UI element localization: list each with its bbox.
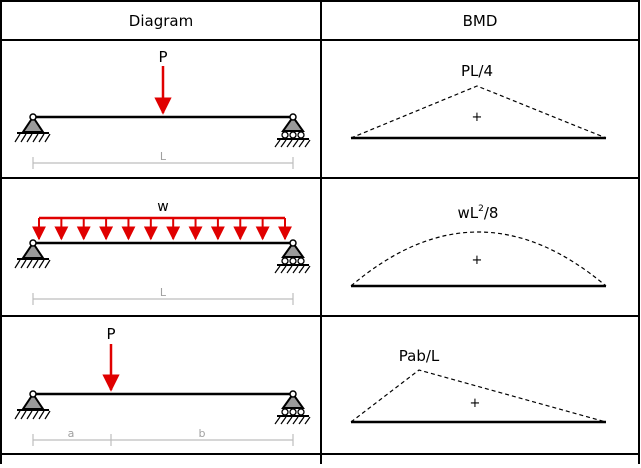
row-3-diagram: P a b — [14, 325, 311, 446]
bmd-label-main: wL — [458, 204, 479, 222]
bmd-parabola — [350, 231, 607, 287]
dimension-label-b: b — [199, 427, 206, 440]
bmd-triangle — [350, 369, 607, 423]
roller-support — [274, 113, 311, 148]
roller-support — [274, 390, 311, 425]
bmd-label: Pab/L — [399, 347, 440, 365]
dimension-line — [32, 293, 294, 305]
load-label: w — [157, 199, 168, 215]
bmd-sign: + — [472, 110, 483, 125]
roller-support — [274, 239, 311, 274]
row-3-bmd: Pab/L + — [350, 347, 607, 424]
row-1-bmd: PL/4 + — [350, 62, 607, 140]
dimension-label: L — [160, 286, 167, 299]
row-2-diagram: w L — [14, 199, 311, 305]
load-label: P — [106, 325, 115, 343]
bmd-label-tail: /8 — [484, 204, 499, 222]
dimension-label: L — [160, 150, 167, 163]
bmd-label-sup: 2 — [478, 204, 484, 214]
bmd-label: PL/4 — [461, 62, 493, 80]
header-bmd: BMD — [463, 12, 498, 30]
bmd-label: wL2/8 — [458, 204, 499, 222]
dimension-label-a: a — [68, 427, 75, 440]
row-1-diagram: P L — [14, 48, 311, 169]
load-label: P — [158, 48, 167, 66]
bmd-sign: + — [470, 396, 481, 411]
header-diagram: Diagram — [129, 12, 193, 30]
dimension-line — [32, 434, 294, 446]
bmd-triangle — [350, 85, 607, 139]
udl-arrows — [32, 218, 292, 241]
row-2-bmd: wL2/8 + — [350, 204, 607, 288]
dimension-line — [32, 157, 294, 169]
bmd-sign: + — [472, 253, 483, 268]
